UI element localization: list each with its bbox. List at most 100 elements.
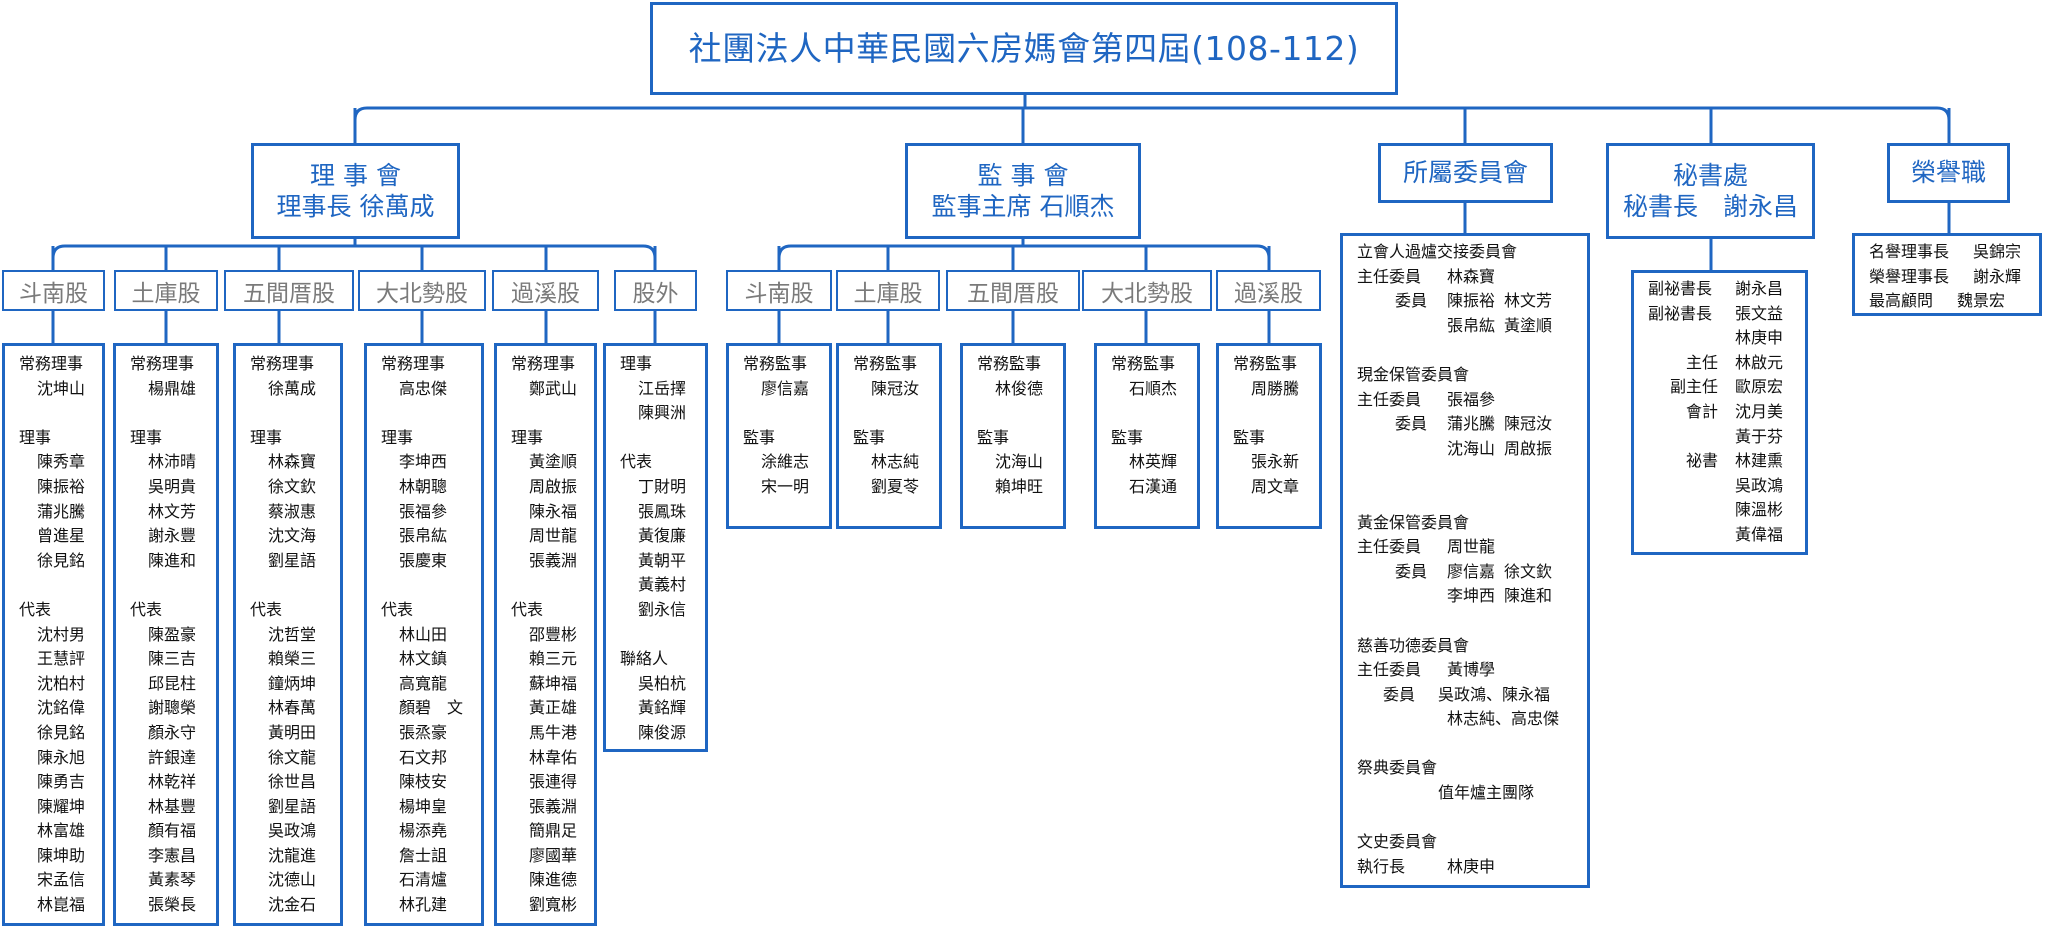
committee-name: 文史委員會 bbox=[1343, 830, 1587, 855]
panel-cell: 吳政鴻 bbox=[1735, 475, 1784, 495]
member-name: 黃正雄 bbox=[529, 698, 578, 718]
member-name: 林文鎮 bbox=[399, 649, 448, 669]
member-name: 林基豐 bbox=[148, 796, 197, 816]
list-spacer bbox=[963, 401, 1063, 426]
member-name: 顏永守 bbox=[148, 722, 197, 742]
member-name: 黃塗順 bbox=[529, 452, 578, 472]
committee-name: 慈善功德委員會 bbox=[1343, 634, 1587, 659]
role-title: 監事 bbox=[977, 427, 1010, 447]
role-title: 理事 bbox=[130, 427, 163, 447]
member-name: 林孔建 bbox=[399, 895, 448, 915]
panel-spacer bbox=[1343, 338, 1587, 363]
member-name: 林春萬 bbox=[268, 698, 317, 718]
committee-name-text: 慈善功德委員會 bbox=[1357, 635, 1470, 655]
panel-row: 主任林啟元 bbox=[1634, 351, 1805, 376]
member-name: 林沛晴 bbox=[148, 452, 197, 472]
honor-panel: 名譽理事長吳錦宗榮譽理事長謝永輝最高顧問魏景宏 bbox=[1852, 233, 2042, 316]
list-spacer bbox=[839, 401, 939, 426]
supervisors-header: 監 事 會 監事主席 石順杰 bbox=[905, 143, 1141, 239]
panel-row: 最高顧問魏景宏 bbox=[1855, 289, 2039, 314]
role-title: 常務監事 bbox=[1111, 354, 1176, 373]
supervisor-list-wujiancuo: 常務監事林俊德監事沈海山賴坤旺 bbox=[960, 343, 1066, 529]
board-header: 理 事 會 理事長 徐萬成 bbox=[251, 143, 460, 239]
member-name: 楊鼎雄 bbox=[148, 378, 197, 398]
panel-cell: 主任 bbox=[1686, 352, 1719, 372]
member-name: 陳永旭 bbox=[37, 747, 86, 767]
member-name: 黃明田 bbox=[268, 722, 317, 742]
member-name: 石文邦 bbox=[399, 747, 448, 767]
panel-row: 名譽理事長吳錦宗 bbox=[1855, 240, 2039, 265]
member-name: 邵豐彬 bbox=[529, 624, 578, 644]
panel-cell: 黃偉福 bbox=[1735, 524, 1784, 544]
board-category-dounan: 斗南股 bbox=[2, 270, 105, 311]
panel-cell: 榮譽理事長 bbox=[1869, 266, 1950, 286]
panel-cell: 張文益 bbox=[1735, 303, 1784, 323]
member-name: 沈哲堂 bbox=[268, 624, 317, 644]
member-name: 宋一明 bbox=[761, 476, 810, 496]
member-name: 蘇坤福 bbox=[529, 673, 578, 693]
member-name: 沈金石 bbox=[268, 895, 317, 915]
panel-row: 主任委員張福參 bbox=[1343, 388, 1587, 413]
board-category-outside: 股外 bbox=[614, 270, 697, 311]
role-title: 監事 bbox=[1233, 427, 1266, 447]
panel-cell: 副祕書長 bbox=[1648, 279, 1713, 298]
committee-name-text: 祭典委員會 bbox=[1357, 758, 1438, 778]
role-title: 理事 bbox=[250, 427, 283, 447]
role-title: 常務理事 bbox=[250, 354, 315, 373]
committee-name: 祭典委員會 bbox=[1343, 756, 1587, 781]
panel-row: 會計沈月美 bbox=[1634, 400, 1805, 425]
member-name: 周啟振 bbox=[529, 476, 578, 496]
member-name: 邱昆柱 bbox=[148, 673, 197, 693]
member-name: 林俊德 bbox=[995, 378, 1044, 398]
member-name: 顏碧 文 bbox=[399, 698, 464, 718]
panel-cell: 祕書 bbox=[1686, 451, 1719, 471]
member-name: 楊坤皇 bbox=[399, 796, 448, 816]
panel-row: 委員廖信嘉徐文欽 bbox=[1343, 560, 1587, 585]
board-category-guoxi: 過溪股 bbox=[492, 270, 599, 311]
panel-cell: 黃博學 bbox=[1447, 660, 1496, 680]
member-name: 林韋佑 bbox=[529, 747, 578, 767]
member-name: 沈柏村 bbox=[37, 673, 86, 693]
member-name: 曾進星 bbox=[37, 526, 86, 546]
member-name: 劉寬彬 bbox=[529, 895, 578, 915]
supervisor-list-dounan: 常務監事廖信嘉監事涂維志宋一明 bbox=[726, 343, 832, 529]
panel-cell: 委員 bbox=[1395, 561, 1428, 581]
member-name: 徐萬成 bbox=[268, 378, 317, 398]
panel-row: 委員陳振裕林文芳 bbox=[1343, 289, 1587, 314]
role-title: 常務監事 bbox=[743, 354, 808, 373]
member-name: 沈龍進 bbox=[268, 845, 317, 865]
role-title: 代表 bbox=[381, 599, 414, 619]
panel-cell: 歐原宏 bbox=[1735, 377, 1784, 397]
list-spacer bbox=[606, 426, 705, 451]
member-name: 陳秀章 bbox=[37, 452, 86, 472]
member-name: 陳俊源 bbox=[638, 722, 687, 742]
member-name: 黃義村 bbox=[638, 575, 687, 595]
board-header-line2: 理事長 徐萬成 bbox=[276, 192, 435, 221]
org-title-text: 社團法人中華民國六房媽會第四屆(108-112) bbox=[688, 28, 1360, 68]
list-spacer bbox=[5, 573, 102, 598]
panel-row: 黃偉福 bbox=[1634, 523, 1805, 548]
member-name: 黃復廉 bbox=[638, 526, 687, 546]
member-name: 徐見銘 bbox=[37, 722, 86, 742]
board-category-wujiancuo: 五間厝股 bbox=[224, 270, 354, 311]
member-name: 沈德山 bbox=[268, 870, 317, 890]
supervisor-category-wujiancuo: 五間厝股 bbox=[946, 270, 1080, 311]
panel-row: 林志純、高忠傑 bbox=[1343, 707, 1587, 732]
member-name: 沈銘偉 bbox=[37, 698, 86, 718]
member-name: 林崑福 bbox=[37, 895, 86, 915]
panel-cell: 主任委員 bbox=[1357, 389, 1422, 409]
member-name: 沈坤山 bbox=[37, 378, 86, 398]
member-name: 謝永豐 bbox=[148, 526, 197, 546]
panel-cell: 周世龍 bbox=[1447, 537, 1496, 557]
committees-header-text: 所屬委員會 bbox=[1402, 158, 1528, 188]
member-name: 謝聰榮 bbox=[148, 698, 197, 718]
member-name: 詹士詛 bbox=[399, 845, 448, 865]
board-list-guoxi: 常務理事鄭武山理事黃塗順周啟振陳永福周世龍張義淵代表邵豐彬賴三元蘇坤福黃正雄馬牛… bbox=[494, 343, 597, 926]
role-title: 聯絡人 bbox=[620, 649, 669, 669]
board-list-tuku: 常務理事楊鼎雄理事林沛晴吳明貴林文芳謝永豐陳進和代表陳盈豪陳三吉邱昆柱謝聰榮顏永… bbox=[113, 343, 219, 926]
member-name: 宋孟信 bbox=[37, 870, 86, 890]
member-name: 王慧評 bbox=[37, 649, 86, 669]
role-title: 代表 bbox=[19, 599, 52, 619]
member-name: 石清爐 bbox=[399, 870, 448, 890]
role-title: 監事 bbox=[743, 427, 776, 447]
